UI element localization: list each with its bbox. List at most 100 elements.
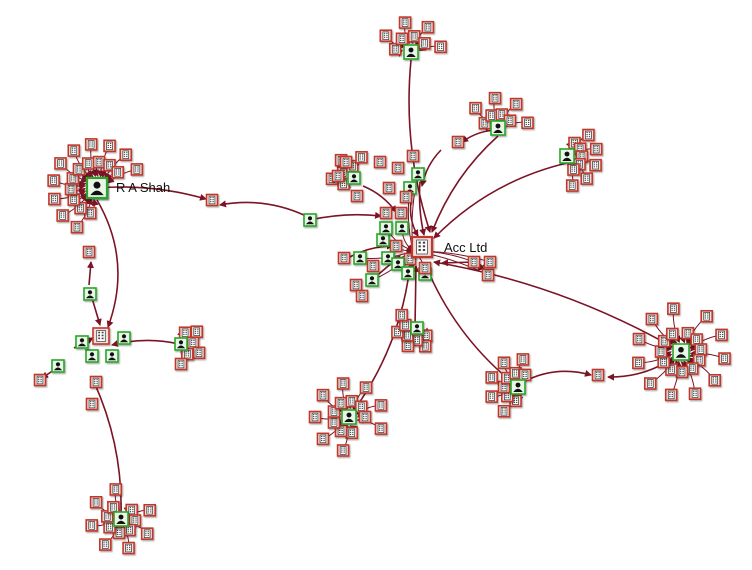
company-node-83[interactable]	[516, 353, 530, 366]
company-node-14[interactable]	[495, 108, 509, 121]
company-node-90[interactable]	[327, 416, 341, 429]
company-node-125[interactable]	[395, 308, 408, 322]
company-node-176[interactable]	[89, 375, 103, 389]
person-node-181[interactable]	[83, 287, 97, 301]
company-node-61[interactable]	[675, 365, 689, 379]
company-node-63[interactable]	[665, 363, 678, 376]
company-node-139[interactable]	[355, 151, 368, 164]
company-node-86[interactable]	[345, 426, 359, 440]
company-node-51[interactable]	[681, 326, 695, 340]
company-node-183[interactable]	[205, 193, 219, 207]
company-node-66[interactable]	[632, 356, 645, 370]
person-node-73[interactable]	[672, 343, 690, 361]
company-node-156[interactable]	[355, 289, 369, 303]
company-node-69[interactable]	[657, 334, 671, 348]
company-node-75[interactable]	[497, 404, 511, 418]
company-node-3[interactable]	[395, 32, 409, 46]
company-node-17[interactable]	[521, 116, 534, 130]
company-node-28[interactable]	[565, 179, 579, 192]
company-node-130[interactable]	[192, 346, 206, 360]
person-node-159[interactable]	[411, 167, 425, 181]
company-node-110[interactable]	[99, 538, 112, 551]
company-node-116[interactable]	[109, 483, 123, 496]
company-node-91[interactable]	[308, 410, 322, 424]
company-node-168[interactable]	[399, 190, 413, 204]
company-node-12[interactable]	[485, 109, 498, 122]
company-node-101[interactable]	[374, 422, 388, 435]
company-node-16[interactable]	[503, 114, 517, 127]
person-node-133[interactable]	[174, 337, 188, 351]
company-node-114[interactable]	[89, 495, 103, 509]
company-node-7[interactable]	[418, 37, 431, 50]
person-node-102[interactable]	[341, 409, 357, 425]
company-node-164[interactable]	[339, 155, 353, 169]
company-node-48[interactable]	[111, 166, 125, 179]
company-node-59[interactable]	[685, 362, 699, 375]
company-node-44[interactable]	[92, 155, 106, 169]
company-node-55[interactable]	[694, 343, 708, 356]
company-node-52[interactable]	[700, 309, 713, 323]
company-node-37[interactable]	[47, 174, 60, 187]
company-node-47[interactable]	[119, 148, 133, 161]
company-node-26[interactable]	[580, 172, 594, 185]
person-node-148[interactable]	[353, 251, 367, 265]
person-node-172[interactable]	[85, 349, 99, 363]
company-node-128[interactable]	[190, 325, 204, 338]
company-node-94[interactable]	[334, 396, 348, 410]
company-node-57[interactable]	[692, 353, 706, 367]
company-node-184[interactable]	[451, 135, 465, 149]
company-node-54[interactable]	[715, 328, 728, 342]
person-node-126[interactable]	[410, 321, 424, 335]
company-node-171[interactable]	[483, 255, 497, 269]
person-node-173[interactable]	[105, 349, 119, 363]
company-node-89[interactable]	[316, 432, 330, 446]
company-node-43[interactable]	[84, 138, 98, 151]
company-node-167[interactable]	[382, 181, 396, 195]
company-node-58[interactable]	[708, 373, 722, 387]
company-node-187[interactable]	[410, 235, 434, 259]
company-node-46[interactable]	[103, 158, 116, 172]
company-node-169[interactable]	[467, 255, 481, 269]
company-node-165[interactable]	[331, 169, 345, 183]
company-node-32[interactable]	[74, 201, 87, 215]
company-node-158[interactable]	[394, 206, 408, 220]
company-node-163[interactable]	[406, 149, 420, 163]
company-node-2[interactable]	[379, 29, 393, 43]
company-node-4[interactable]	[398, 16, 412, 29]
person-node-175[interactable]	[117, 331, 131, 345]
company-node-179[interactable]	[33, 373, 47, 387]
person-node-143[interactable]	[376, 233, 390, 247]
company-node-104[interactable]	[143, 503, 157, 517]
company-node-100[interactable]	[358, 410, 372, 424]
person-node-18[interactable]	[490, 120, 506, 136]
company-node-1[interactable]	[388, 42, 402, 56]
company-node-31[interactable]	[70, 220, 84, 234]
person-node-188[interactable]	[85, 176, 109, 200]
company-node-99[interactable]	[374, 399, 388, 412]
company-node-71[interactable]	[666, 327, 679, 341]
company-node-45[interactable]	[103, 139, 116, 153]
company-node-161[interactable]	[391, 161, 405, 175]
company-node-84[interactable]	[518, 368, 532, 382]
company-node-186[interactable]	[92, 327, 110, 345]
company-node-13[interactable]	[488, 91, 502, 105]
person-node-150[interactable]	[365, 273, 379, 287]
company-node-166[interactable]	[350, 189, 364, 203]
company-node-112[interactable]	[85, 519, 98, 532]
company-node-67[interactable]	[654, 345, 668, 358]
company-node-93[interactable]	[316, 388, 330, 402]
company-node-64[interactable]	[643, 377, 657, 390]
company-node-97[interactable]	[359, 381, 373, 394]
company-node-68[interactable]	[632, 332, 646, 346]
person-node-152[interactable]	[401, 266, 415, 280]
person-node-178[interactable]	[51, 359, 65, 373]
person-node-174[interactable]	[75, 335, 89, 349]
company-node-132[interactable]	[174, 357, 188, 371]
person-node-117[interactable]	[113, 511, 129, 527]
person-node-182[interactable]	[303, 213, 317, 227]
person-node-9[interactable]	[403, 44, 419, 60]
company-node-70[interactable]	[645, 312, 659, 326]
company-node-5[interactable]	[407, 30, 421, 43]
company-node-92[interactable]	[327, 405, 341, 418]
